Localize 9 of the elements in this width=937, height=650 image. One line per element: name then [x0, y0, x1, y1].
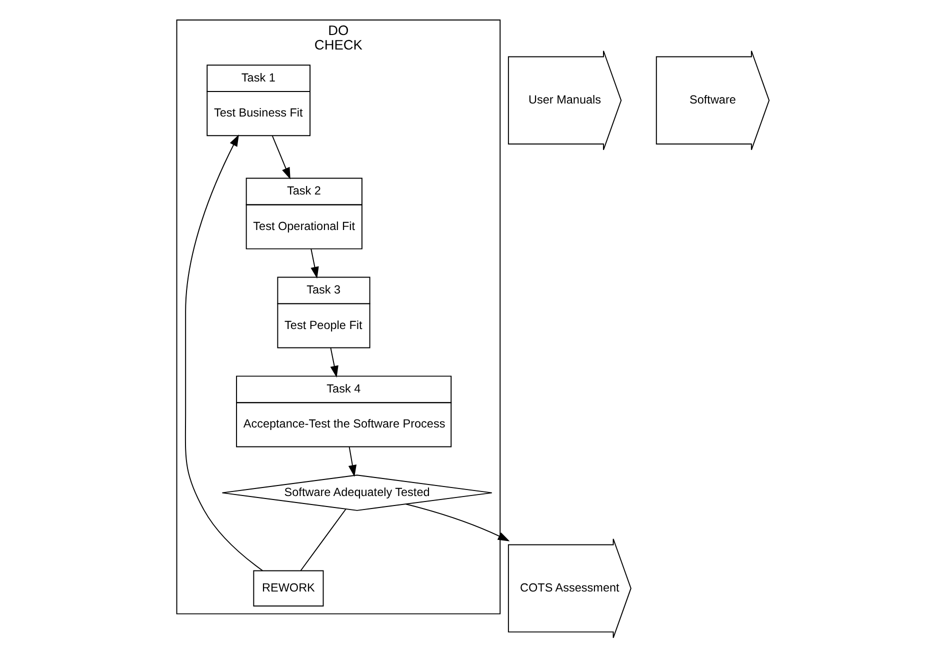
arrow — [405, 504, 510, 542]
arrow — [271, 135, 290, 180]
connector — [300, 508, 346, 572]
node-box: REWORK — [252, 570, 324, 606]
arrow — [184, 134, 263, 572]
node-diamond: Software Adequately Tested — [221, 474, 492, 511]
arrow — [330, 347, 338, 378]
arrow — [310, 248, 318, 279]
arrow — [348, 446, 356, 477]
